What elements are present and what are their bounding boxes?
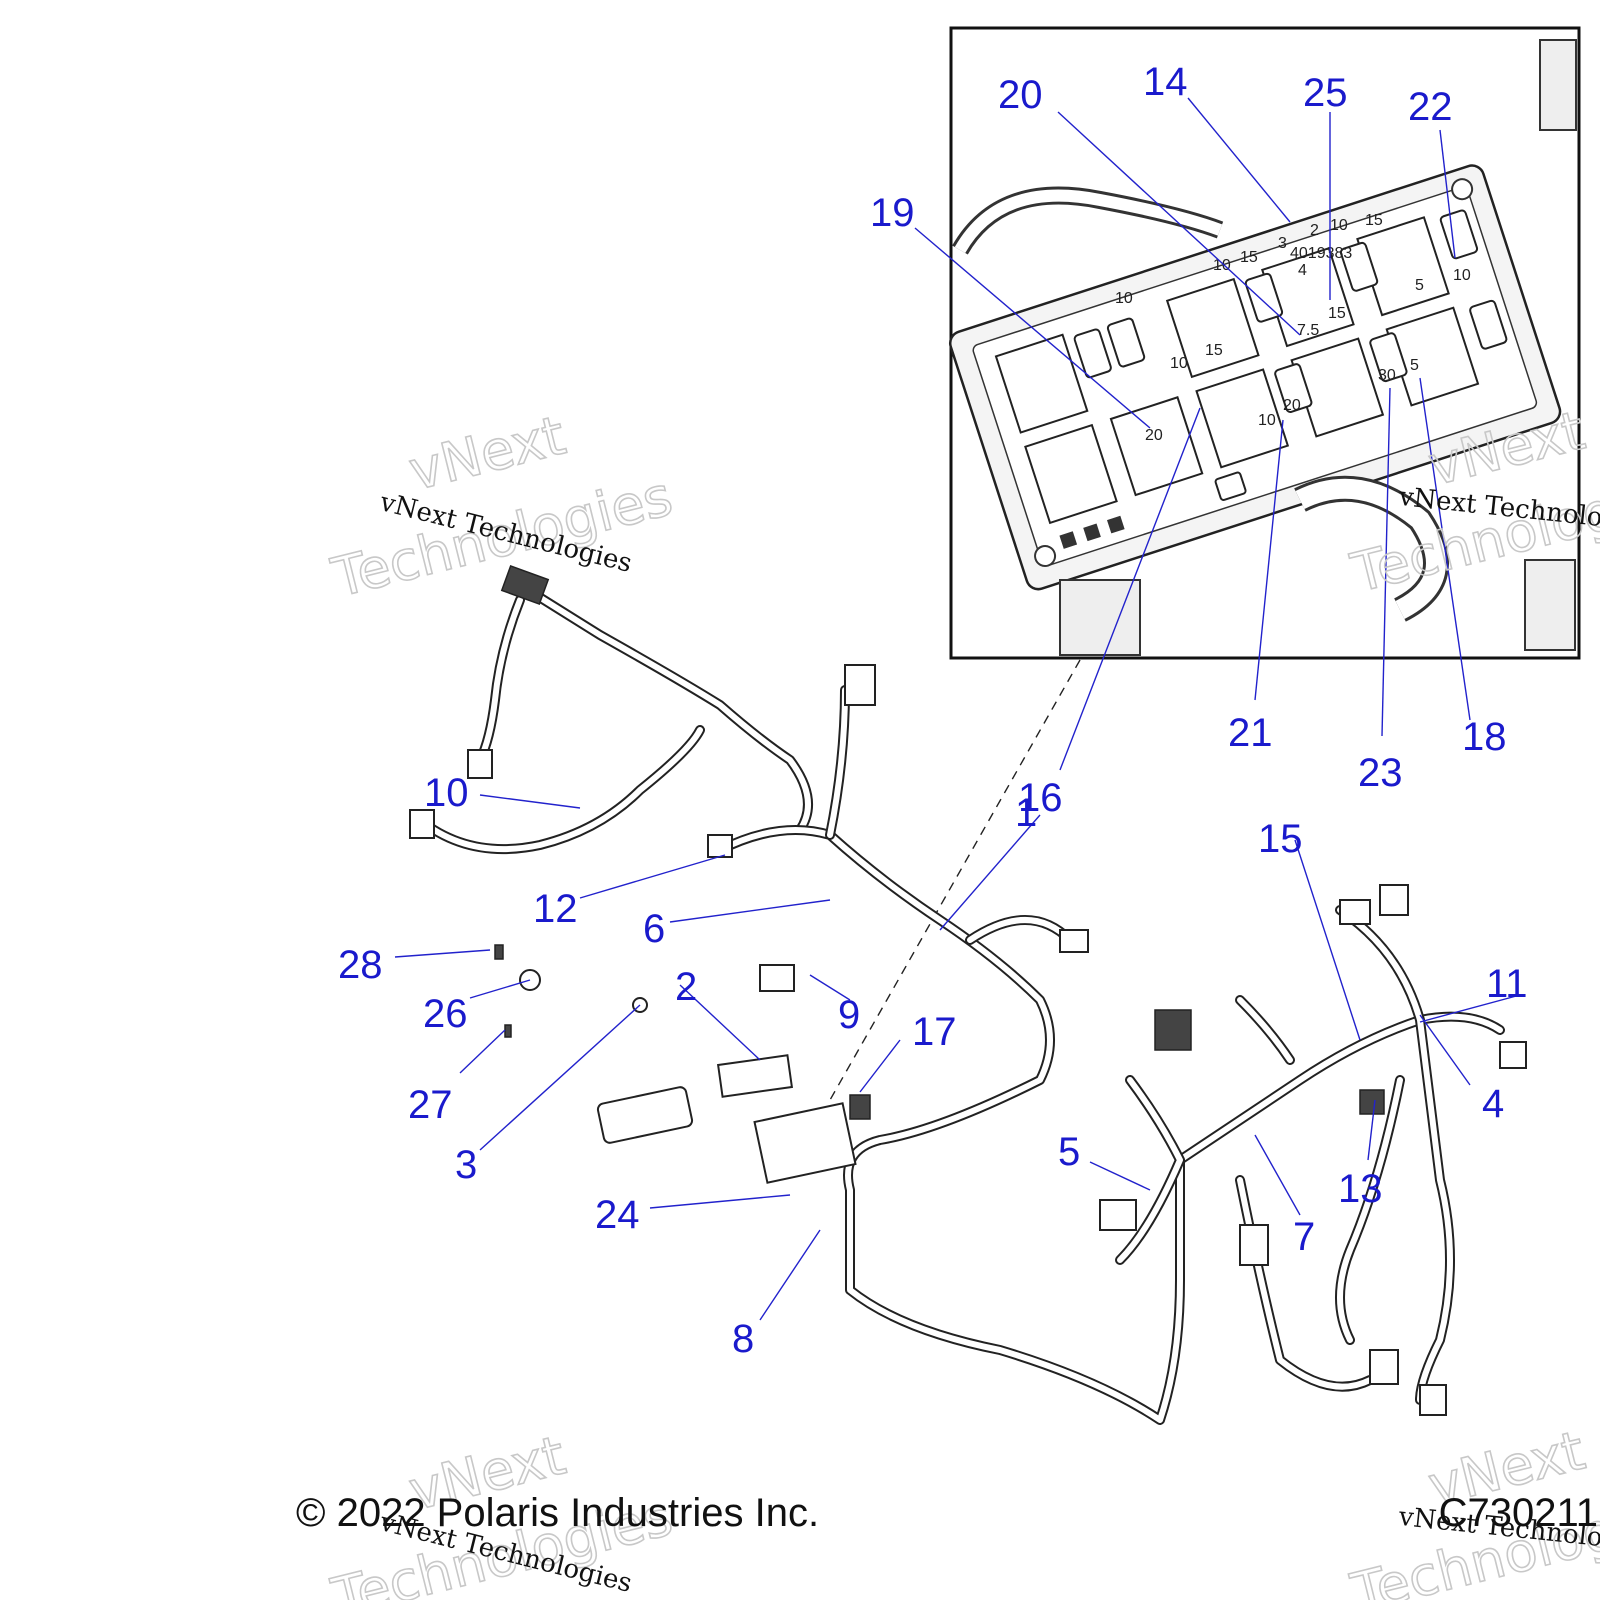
callout-19: 19 bbox=[870, 191, 915, 235]
callout-labels: 1 2 3 4 5 6 7 8 9 10 11 12 13 14 15 16 1… bbox=[338, 60, 1528, 1361]
callout-24: 24 bbox=[595, 1193, 640, 1237]
fuse-rating: 15 bbox=[1205, 342, 1223, 359]
callout-20: 20 bbox=[998, 73, 1043, 117]
fuse-rating: 15 bbox=[1240, 249, 1258, 266]
callout-3: 3 bbox=[455, 1143, 477, 1187]
leader-lines bbox=[394, 97, 1521, 1321]
callout-12: 12 bbox=[533, 887, 578, 931]
wire-harness bbox=[409, 564, 1527, 1425]
fuse-rating: 15 bbox=[1365, 212, 1383, 229]
fuse-rating: 7.5 bbox=[1297, 322, 1319, 339]
fuse-rating: 20 bbox=[1145, 427, 1163, 444]
callout-13: 13 bbox=[1338, 1167, 1383, 1211]
svg-text:2: 2 bbox=[1310, 222, 1319, 239]
fuse-rating: 5 bbox=[1410, 357, 1419, 374]
fuse-rating: 30 bbox=[1378, 367, 1396, 384]
callout-25: 25 bbox=[1303, 71, 1348, 115]
projection-line bbox=[829, 659, 1081, 1101]
callout-23: 23 bbox=[1358, 751, 1403, 795]
callout-26: 26 bbox=[423, 992, 468, 1036]
watermark-upper-left: vNext Technologies vNext Technologies bbox=[325, 403, 679, 611]
relay-label: 2 4019383 3 4 bbox=[1278, 222, 1352, 279]
callout-14: 14 bbox=[1143, 60, 1188, 104]
callout-18: 18 bbox=[1462, 715, 1507, 759]
svg-text:3: 3 bbox=[1278, 235, 1287, 252]
callout-1: 1 bbox=[1015, 791, 1037, 835]
svg-text:vNext: vNext bbox=[403, 404, 571, 503]
callout-22: 22 bbox=[1408, 85, 1453, 129]
fuse-rating: 20 bbox=[1283, 397, 1301, 414]
fuse-rating: 10 bbox=[1213, 257, 1231, 274]
fuse-rating: 10 bbox=[1330, 217, 1348, 234]
svg-text:4: 4 bbox=[1298, 262, 1307, 279]
callout-2: 2 bbox=[675, 965, 697, 1009]
callout-15: 15 bbox=[1258, 817, 1303, 861]
callout-8: 8 bbox=[732, 1317, 754, 1361]
fuse-rating: 10 bbox=[1453, 267, 1471, 284]
fuse-rating: 10 bbox=[1115, 290, 1133, 307]
callout-10: 10 bbox=[424, 771, 469, 815]
callout-27: 27 bbox=[408, 1083, 453, 1127]
callout-28: 28 bbox=[338, 943, 383, 987]
fuse-rating: 5 bbox=[1415, 277, 1424, 294]
callout-4: 4 bbox=[1482, 1082, 1504, 1126]
callout-5: 5 bbox=[1058, 1130, 1080, 1174]
fuse-box-inset: 10 10 10 15 15 10 5 15 7.5 10 15 20 30 5… bbox=[948, 26, 1581, 660]
callout-7: 7 bbox=[1293, 1215, 1315, 1259]
callout-17: 17 bbox=[912, 1010, 957, 1054]
figure-code: C730211 bbox=[1439, 1491, 1598, 1535]
callout-16: 16 bbox=[1018, 776, 1063, 820]
fuse-rating: 10 bbox=[1170, 355, 1188, 372]
callout-9: 9 bbox=[838, 993, 860, 1037]
callout-6: 6 bbox=[643, 907, 665, 951]
copyright-text: © 2022 Polaris Industries Inc. bbox=[296, 1491, 819, 1535]
callout-21: 21 bbox=[1228, 711, 1273, 755]
svg-text:4019383: 4019383 bbox=[1290, 245, 1352, 262]
fuse-rating: 15 bbox=[1328, 305, 1346, 322]
fuse-rating: 10 bbox=[1258, 412, 1276, 429]
callout-11: 11 bbox=[1486, 962, 1528, 1006]
